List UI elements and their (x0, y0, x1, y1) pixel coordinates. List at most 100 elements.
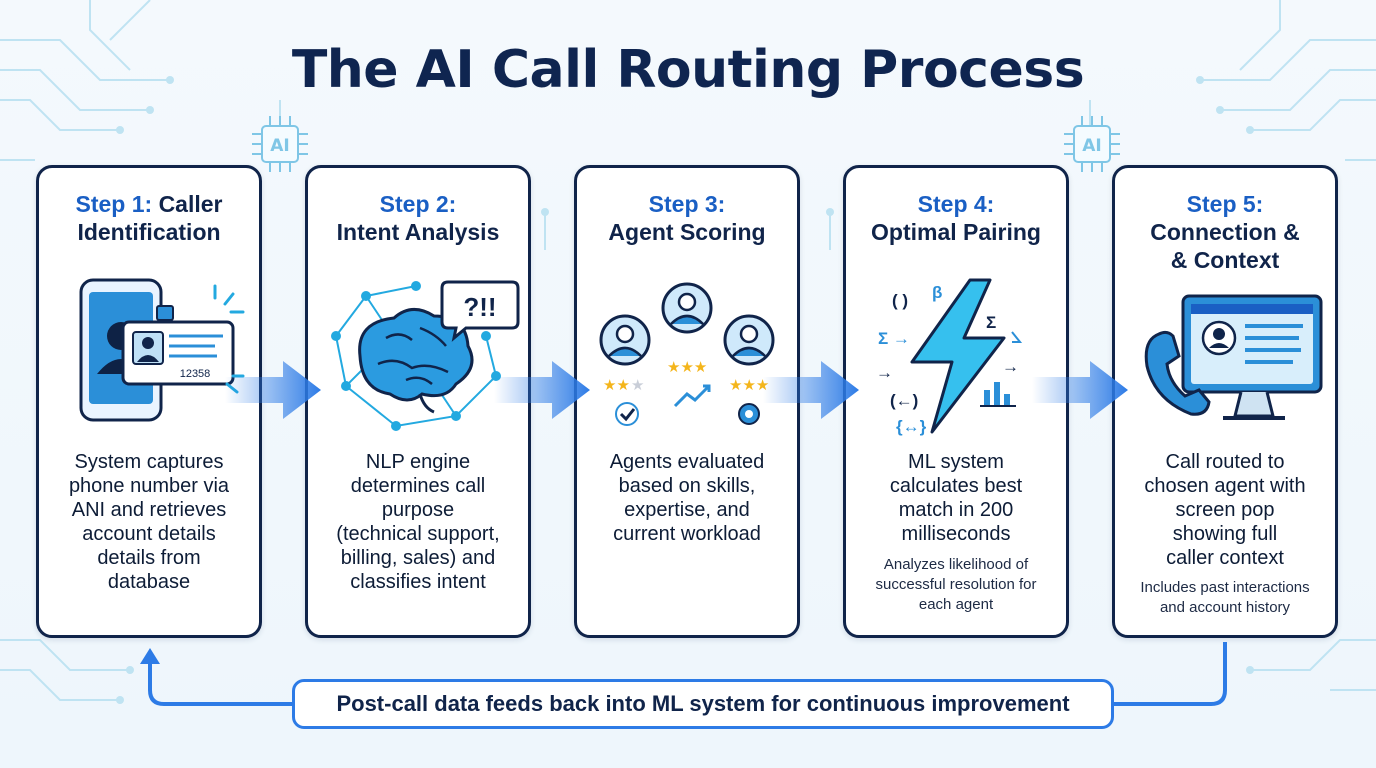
agent-avatar-icon (599, 314, 651, 366)
desc-line: ANI and retrieves (71, 499, 227, 521)
checkmark-icon (615, 402, 639, 426)
monitor-icon (1181, 294, 1323, 420)
desc-line: based on skills, (618, 475, 756, 497)
step-number: Step 1: (75, 191, 153, 217)
step-heading: Step 5: Connection & & Context (1115, 190, 1335, 274)
step-number: Step 5: (1186, 191, 1264, 217)
math-glyph: → (1002, 357, 1019, 376)
math-glyph: {↔} (896, 417, 927, 436)
flow-arrow-icon (494, 361, 590, 419)
desc-line: System captures (74, 451, 224, 473)
step-card-3: Step 3: Agent Scoring ★★★ ★★★ ★★★ (574, 165, 800, 638)
svg-text:★★★: ★★★ (667, 359, 707, 376)
desc-line: chosen agent with (1144, 475, 1306, 497)
step-name: Caller (158, 191, 223, 217)
step-name: Intent Analysis (336, 219, 500, 245)
step-name: Agent Scoring (608, 219, 766, 245)
ai-chip-label: AI (1082, 136, 1101, 156)
desc-line: match in 200 (898, 499, 1014, 521)
math-glyph: → (876, 363, 893, 382)
page-title: The AI Call Routing Process (291, 40, 1085, 100)
desc-line: milliseconds (901, 523, 1011, 545)
desc-line: billing, sales) and (340, 547, 496, 569)
math-glyph: (←) (890, 391, 918, 410)
step-note: Includes past interactions and account h… (1123, 578, 1327, 618)
step-heading: Step 1: Caller Identification (39, 190, 259, 246)
signal-rays-icon (213, 284, 245, 394)
step-note: Analyzes likelihood of successful resolu… (854, 555, 1058, 615)
step-description: NLP engine determines call purpose (tech… (318, 450, 518, 594)
ai-chip-icon: AI (1064, 116, 1120, 172)
gear-icon (738, 403, 760, 425)
step-description: ML system calculates best match in 200 m… (856, 450, 1056, 546)
math-symbols-icon: ( ) β Σ Σ → → → (←) {↔} (876, 283, 1019, 436)
lightning-math-illustration: ( ) β Σ Σ → → → (←) {↔} (876, 278, 1023, 436)
desc-line: purpose (381, 499, 455, 521)
step-name: & Context (1170, 247, 1280, 273)
lightning-bolt-icon (910, 278, 1006, 434)
speech-bubble-icon: ?!! (440, 280, 520, 342)
brain-network-illustration: ?!! (331, 280, 520, 431)
step-description: Agents evaluated based on skills, expert… (587, 450, 787, 546)
desc-line: database (107, 571, 191, 593)
ai-chip-label: AI (270, 136, 289, 156)
flow-arrow-icon (225, 361, 321, 419)
step-name: Optimal Pairing (871, 219, 1041, 245)
agent-avatar-icon (661, 282, 713, 334)
brain-icon (358, 308, 474, 414)
desc-line: calculates best (889, 475, 1023, 497)
step-card-5: Step 5: Connection & & Context Call rout… (1112, 165, 1338, 638)
step-number: Step 2: (379, 191, 457, 217)
step-number: Step 3: (648, 191, 726, 217)
math-glyph: ( ) (892, 291, 908, 310)
agent-scoring-illustration: ★★★ ★★★ ★★★ (599, 282, 775, 426)
desc-line: screen pop (1175, 499, 1275, 521)
step-name: Identification (77, 219, 221, 245)
telephone-handset-icon (1144, 330, 1211, 416)
step-card-2: Step 2: Intent Analysis ?!! NLP engine d… (305, 165, 531, 638)
step-description: System captures phone number via ANI and… (49, 450, 249, 594)
desc-line: ML system (908, 451, 1004, 473)
bar-chart-icon (980, 382, 1016, 407)
step-heading: Step 3: Agent Scoring (577, 190, 797, 246)
ai-chip-icon: AI (252, 116, 308, 172)
math-glyph: Σ → (878, 329, 910, 348)
note-line: Includes past interactions (1140, 579, 1310, 596)
badge-number: 12358 (180, 368, 211, 380)
step-description: Call routed to chosen agent with screen … (1125, 450, 1325, 570)
id-badge-icon: 12358 (121, 305, 235, 386)
svg-text:★★★: ★★★ (729, 377, 769, 394)
desc-line: classifies intent (350, 571, 486, 593)
note-line: each agent (918, 596, 994, 613)
desc-line: details from (97, 547, 201, 569)
phone-id-card-illustration: 12358 (79, 278, 245, 422)
bubble-text: ?!! (463, 292, 496, 322)
desc-line: expertise, and (624, 499, 750, 521)
step-number: Step 4: (917, 191, 995, 217)
note-line: Analyzes likelihood of (883, 556, 1029, 573)
step-heading: Step 2: Intent Analysis (308, 190, 528, 246)
desc-line: account details (82, 523, 216, 545)
desc-line: Agents evaluated (609, 451, 765, 473)
trend-up-icon (673, 384, 711, 408)
flow-arrow-icon (1032, 361, 1128, 419)
step-heading: Step 4: Optimal Pairing (846, 190, 1066, 246)
math-glyph: β (932, 283, 942, 302)
desc-line: phone number via (68, 475, 230, 497)
step-card-4: Step 4: Optimal Pairing ( ) β Σ Σ → → → … (843, 165, 1069, 638)
svg-text:★★: ★★ (603, 377, 630, 394)
monitor-phone-illustration (1144, 294, 1323, 420)
desc-line: Call routed to (1165, 451, 1285, 473)
desc-line: caller context (1166, 547, 1284, 569)
note-line: and account history (1159, 599, 1291, 616)
desc-line: determines call (350, 475, 486, 497)
desc-line: current workload (613, 523, 761, 545)
flow-arrow-icon (763, 361, 859, 419)
star-rating-icon: ★★★ ★★★ ★★★ (603, 359, 769, 394)
svg-text:★: ★ (631, 377, 644, 394)
feedback-banner: Post-call data feeds back into ML system… (292, 679, 1114, 729)
agent-avatar-icon (723, 314, 775, 366)
desc-line: NLP engine (365, 451, 471, 473)
desc-line: (technical support, (336, 523, 500, 545)
